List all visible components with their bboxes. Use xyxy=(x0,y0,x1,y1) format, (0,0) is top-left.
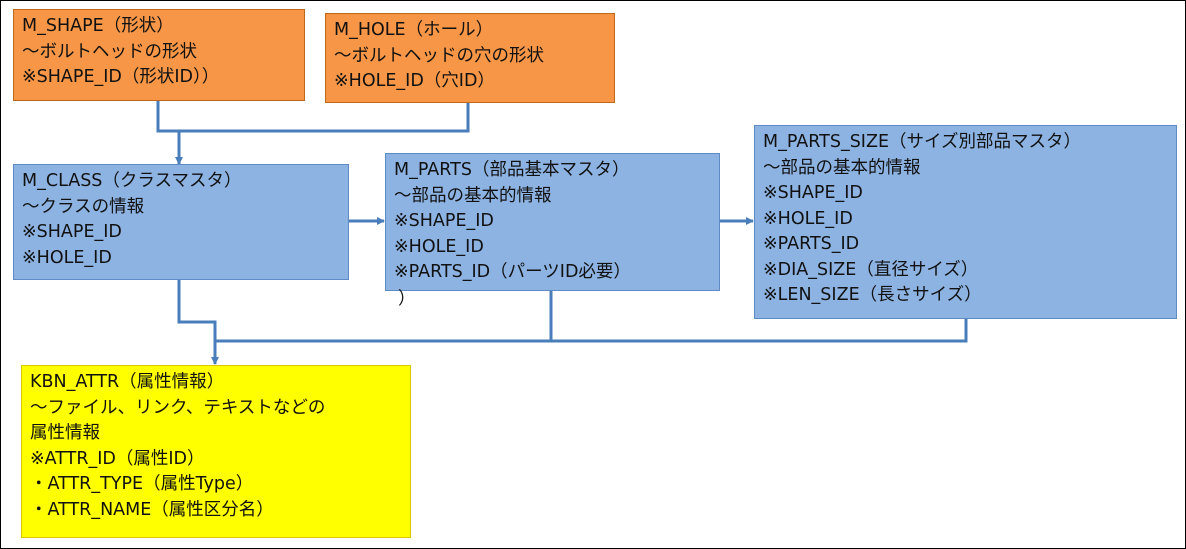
m-shape-table-box: M_SHAPE（形状） ～ボルトヘッドの形状 ※SHAPE_ID（形状ID）） xyxy=(13,9,305,101)
m-parts-title: M_PARTS（部品基本マスタ） xyxy=(394,160,630,180)
m-parts-table-box: M_PARTS（部品基本マスタ） ～部品の基本的情報 ※SHAPE_ID ※HO… xyxy=(385,153,720,309)
kbn-attr-title: KBN_ATTR（属性情報） xyxy=(30,372,225,392)
m-parts-shape-id-field: ※SHAPE_ID xyxy=(394,211,494,231)
m-parts-size-dia-size-field: ※DIA_SIZE（直径サイズ） xyxy=(763,259,979,280)
kbn-attr-attr-name-field: ・ATTR_NAME（属性区分名） xyxy=(30,499,274,520)
connector-hole-to-class xyxy=(179,103,470,133)
kbn-attr-table-box: KBN_ATTR（属性情報） ～ファイル、リンク、テキストなどの 属性情報 ※A… xyxy=(21,365,411,538)
m-hole-title: M_HOLE（ホール） xyxy=(334,20,494,40)
m-parts-size-table-box: M_PARTS_SIZE（サイズ別部品マスタ） ～部品の基本的情報 ※SHAPE… xyxy=(754,125,1177,319)
kbn-attr-attr-id-field: ※ATTR_ID（属性ID） xyxy=(30,448,205,469)
m-class-description: ～クラスの情報 xyxy=(22,196,145,217)
m-parts-size-description: ～部品の基本的情報 xyxy=(763,157,921,178)
kbn-attr-attr-type-field: ・ATTR_TYPE（属性Type） xyxy=(30,474,254,494)
m-class-title: M_CLASS（クラスマスタ） xyxy=(22,171,242,191)
kbn-attr-description: ～ファイル、リンク、テキストなどの xyxy=(30,397,326,418)
m-parts-overflow-text: ） xyxy=(398,289,416,309)
m-parts-hole-id-field: ※HOLE_ID xyxy=(394,236,484,257)
connector-parts-size-to-attr xyxy=(551,319,968,343)
m-class-shape-id-field: ※SHAPE_ID xyxy=(22,222,122,242)
m-shape-key-field: ※SHAPE_ID（形状ID）） xyxy=(22,67,220,87)
m-hole-description: ～ボルトヘッドの穴の形状 xyxy=(334,45,544,66)
connector-class-to-attr xyxy=(177,280,219,365)
m-shape-description: ～ボルトヘッドの形状 xyxy=(22,41,197,62)
m-parts-size-title: M_PARTS_SIZE（サイズ別部品マスタ） xyxy=(763,132,1081,152)
m-hole-table-box: M_HOLE（ホール） ～ボルトヘッドの穴の形状 ※HOLE_ID（穴ID） xyxy=(325,13,615,103)
m-parts-size-parts-id-field: ※PARTS_ID xyxy=(763,234,860,254)
m-class-table-box: M_CLASS（クラスマスタ） ～クラスの情報 ※SHAPE_ID ※HOLE_… xyxy=(13,164,349,280)
m-class-hole-id-field: ※HOLE_ID xyxy=(22,247,112,268)
kbn-attr-description-cont: 属性情報 xyxy=(30,423,100,443)
connector-shape-to-class xyxy=(156,101,183,165)
m-parts-size-hole-id-field: ※HOLE_ID xyxy=(763,208,853,229)
m-parts-size-shape-id-field: ※SHAPE_ID xyxy=(763,183,863,203)
m-parts-parts-id-field: ※PARTS_ID（パーツID必要） xyxy=(394,262,631,282)
m-parts-size-len-size-field: ※LEN_SIZE（長さサイズ） xyxy=(763,285,982,305)
m-hole-key-field: ※HOLE_ID（穴ID） xyxy=(334,71,495,91)
m-parts-description: ～部品の基本的情報 xyxy=(394,185,552,206)
m-shape-title: M_SHAPE（形状） xyxy=(22,16,174,36)
connector-parts-to-attr xyxy=(215,291,553,343)
